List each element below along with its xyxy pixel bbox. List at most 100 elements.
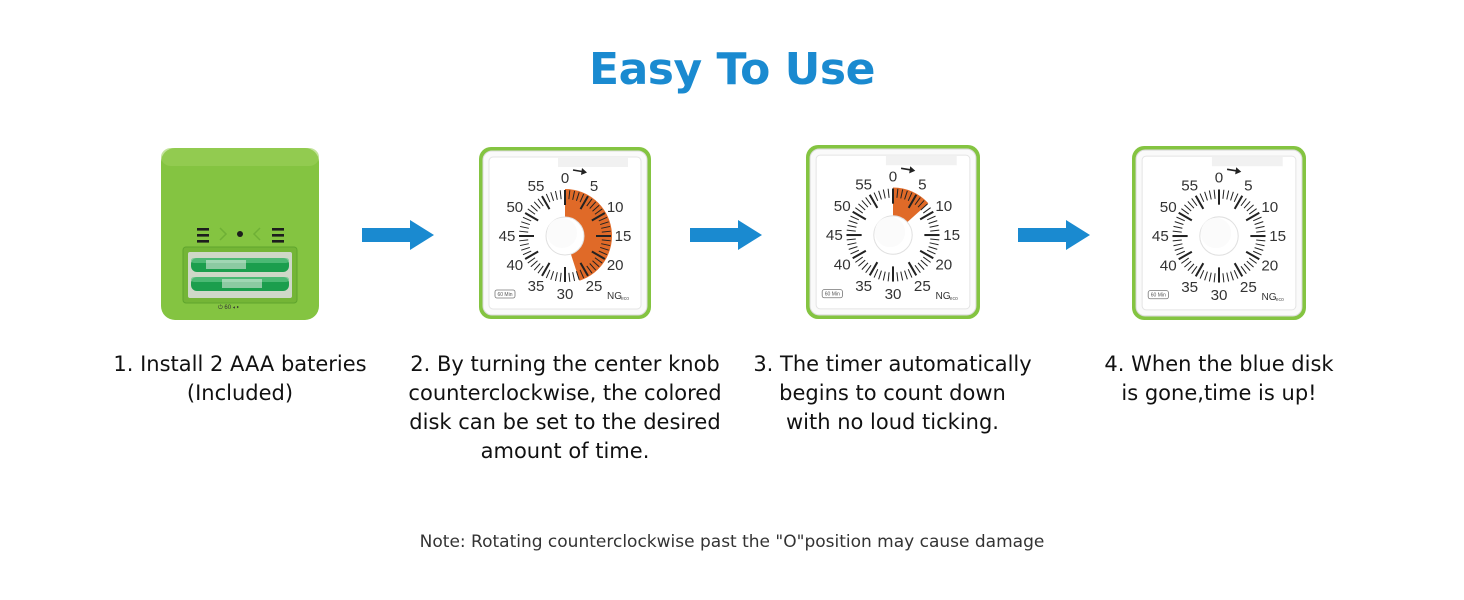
dial-tick bbox=[922, 207, 931, 214]
dial-tick bbox=[920, 259, 928, 267]
dial-tick bbox=[1233, 193, 1239, 203]
dial-tick bbox=[579, 193, 585, 203]
dial-tick bbox=[522, 250, 532, 256]
dial-tick bbox=[541, 195, 551, 210]
dial-number: 15 bbox=[1269, 228, 1286, 245]
dial-number: 0 bbox=[561, 170, 569, 187]
dial-tick bbox=[919, 249, 934, 260]
dial-tick bbox=[928, 220, 938, 224]
dial-tick bbox=[846, 238, 856, 241]
dial-number: 30 bbox=[557, 286, 574, 303]
dial-tick bbox=[904, 270, 908, 280]
dial-tick bbox=[929, 224, 939, 228]
dial-tick bbox=[868, 261, 879, 276]
dial-tick bbox=[1181, 208, 1190, 215]
dial-tick bbox=[589, 263, 597, 271]
duration-badge: 60 Min bbox=[825, 292, 840, 298]
dial-number: 15 bbox=[943, 227, 960, 244]
dial-number: 25 bbox=[914, 278, 931, 295]
dial-tick bbox=[855, 207, 864, 214]
time-disk bbox=[565, 189, 612, 281]
dial-tick bbox=[575, 192, 580, 201]
dial-number: 45 bbox=[1152, 228, 1169, 245]
dial-tick bbox=[527, 208, 536, 215]
dial-tick bbox=[900, 271, 904, 281]
dial-tick bbox=[1248, 257, 1257, 264]
duration-badge: 60 Min bbox=[1151, 293, 1166, 299]
dial-tick bbox=[598, 216, 608, 222]
dial-tick bbox=[852, 249, 867, 260]
dial-number: 20 bbox=[607, 257, 624, 274]
dial-tick bbox=[519, 225, 529, 229]
dial-tick bbox=[579, 262, 589, 277]
dial-tick bbox=[572, 272, 576, 282]
dial-tick bbox=[900, 189, 904, 199]
dial-tick bbox=[521, 221, 530, 226]
dial-tick bbox=[929, 242, 939, 246]
dial-number: 0 bbox=[1215, 169, 1223, 186]
dial-tick bbox=[855, 256, 864, 263]
dial-tick bbox=[852, 210, 867, 221]
dial-tick bbox=[1255, 225, 1265, 229]
dial-tick bbox=[601, 239, 611, 242]
brand-logo: NG bbox=[607, 291, 622, 302]
dial-tick bbox=[873, 269, 879, 278]
dial-tick bbox=[1246, 260, 1254, 268]
dial-tick bbox=[1178, 250, 1193, 261]
brand-logo: NG bbox=[1261, 292, 1276, 303]
dial-tick bbox=[878, 270, 882, 280]
dial-tick bbox=[1187, 263, 1195, 271]
dial-tick bbox=[1256, 239, 1266, 242]
dial-tick bbox=[524, 212, 539, 222]
dial-tick bbox=[1233, 262, 1244, 277]
dial-number: 50 bbox=[506, 199, 523, 216]
dial-tick bbox=[930, 238, 940, 241]
dial-tick bbox=[1184, 260, 1192, 268]
dial-tick bbox=[1240, 266, 1247, 274]
step-caption: 3. The timer automatically begins to cou… bbox=[753, 352, 1032, 434]
page-title: Easy To Use bbox=[589, 44, 875, 95]
dial-tick bbox=[1246, 204, 1254, 212]
dial-number: 35 bbox=[528, 278, 545, 295]
dial-tick bbox=[1252, 216, 1262, 222]
dial-tick bbox=[1255, 243, 1265, 247]
dial-tick bbox=[1213, 189, 1216, 199]
dial-number: 10 bbox=[1261, 199, 1278, 216]
dial-number: 40 bbox=[506, 257, 523, 274]
dial-tick bbox=[554, 190, 558, 200]
dial-number: 25 bbox=[1240, 279, 1257, 296]
dial-tick bbox=[533, 201, 541, 209]
svg-text:⏻ 60 ◂ ▸: ⏻ 60 ◂ ▸ bbox=[218, 304, 240, 311]
dial-tick bbox=[545, 269, 551, 279]
dial-tick bbox=[1172, 239, 1182, 242]
duration-badge: 60 Min bbox=[497, 292, 512, 298]
dial-number: 15 bbox=[615, 228, 632, 245]
dial-tick bbox=[926, 249, 936, 255]
dial-number: 45 bbox=[826, 227, 843, 244]
dial-tick bbox=[519, 230, 529, 233]
dial-number: 5 bbox=[590, 178, 598, 195]
dial-tick bbox=[865, 197, 872, 206]
dial-tick bbox=[1174, 221, 1184, 225]
dial-number: 55 bbox=[1181, 177, 1198, 194]
dial-tick bbox=[1174, 247, 1184, 251]
dial-tick bbox=[589, 201, 597, 209]
dial-tick bbox=[907, 194, 918, 209]
dial-number: 25 bbox=[586, 278, 603, 295]
dial-tick bbox=[917, 200, 925, 208]
dial-tick bbox=[533, 263, 541, 271]
dial-tick bbox=[541, 262, 551, 277]
dial-number: 5 bbox=[918, 176, 926, 193]
dial-tick bbox=[1173, 225, 1183, 229]
dial-tick bbox=[586, 198, 593, 207]
dial-tick bbox=[594, 257, 603, 264]
dial-number: 20 bbox=[935, 256, 952, 273]
dial-tick bbox=[861, 262, 869, 270]
dial-number: 40 bbox=[1160, 257, 1177, 274]
warning-note: Note: Rotating counterclockwise past the… bbox=[419, 532, 1045, 552]
dial-tick bbox=[1194, 195, 1205, 210]
step-caption: 4. When the blue disk is gone,time is up… bbox=[1104, 352, 1334, 405]
dial-tick bbox=[554, 272, 558, 282]
